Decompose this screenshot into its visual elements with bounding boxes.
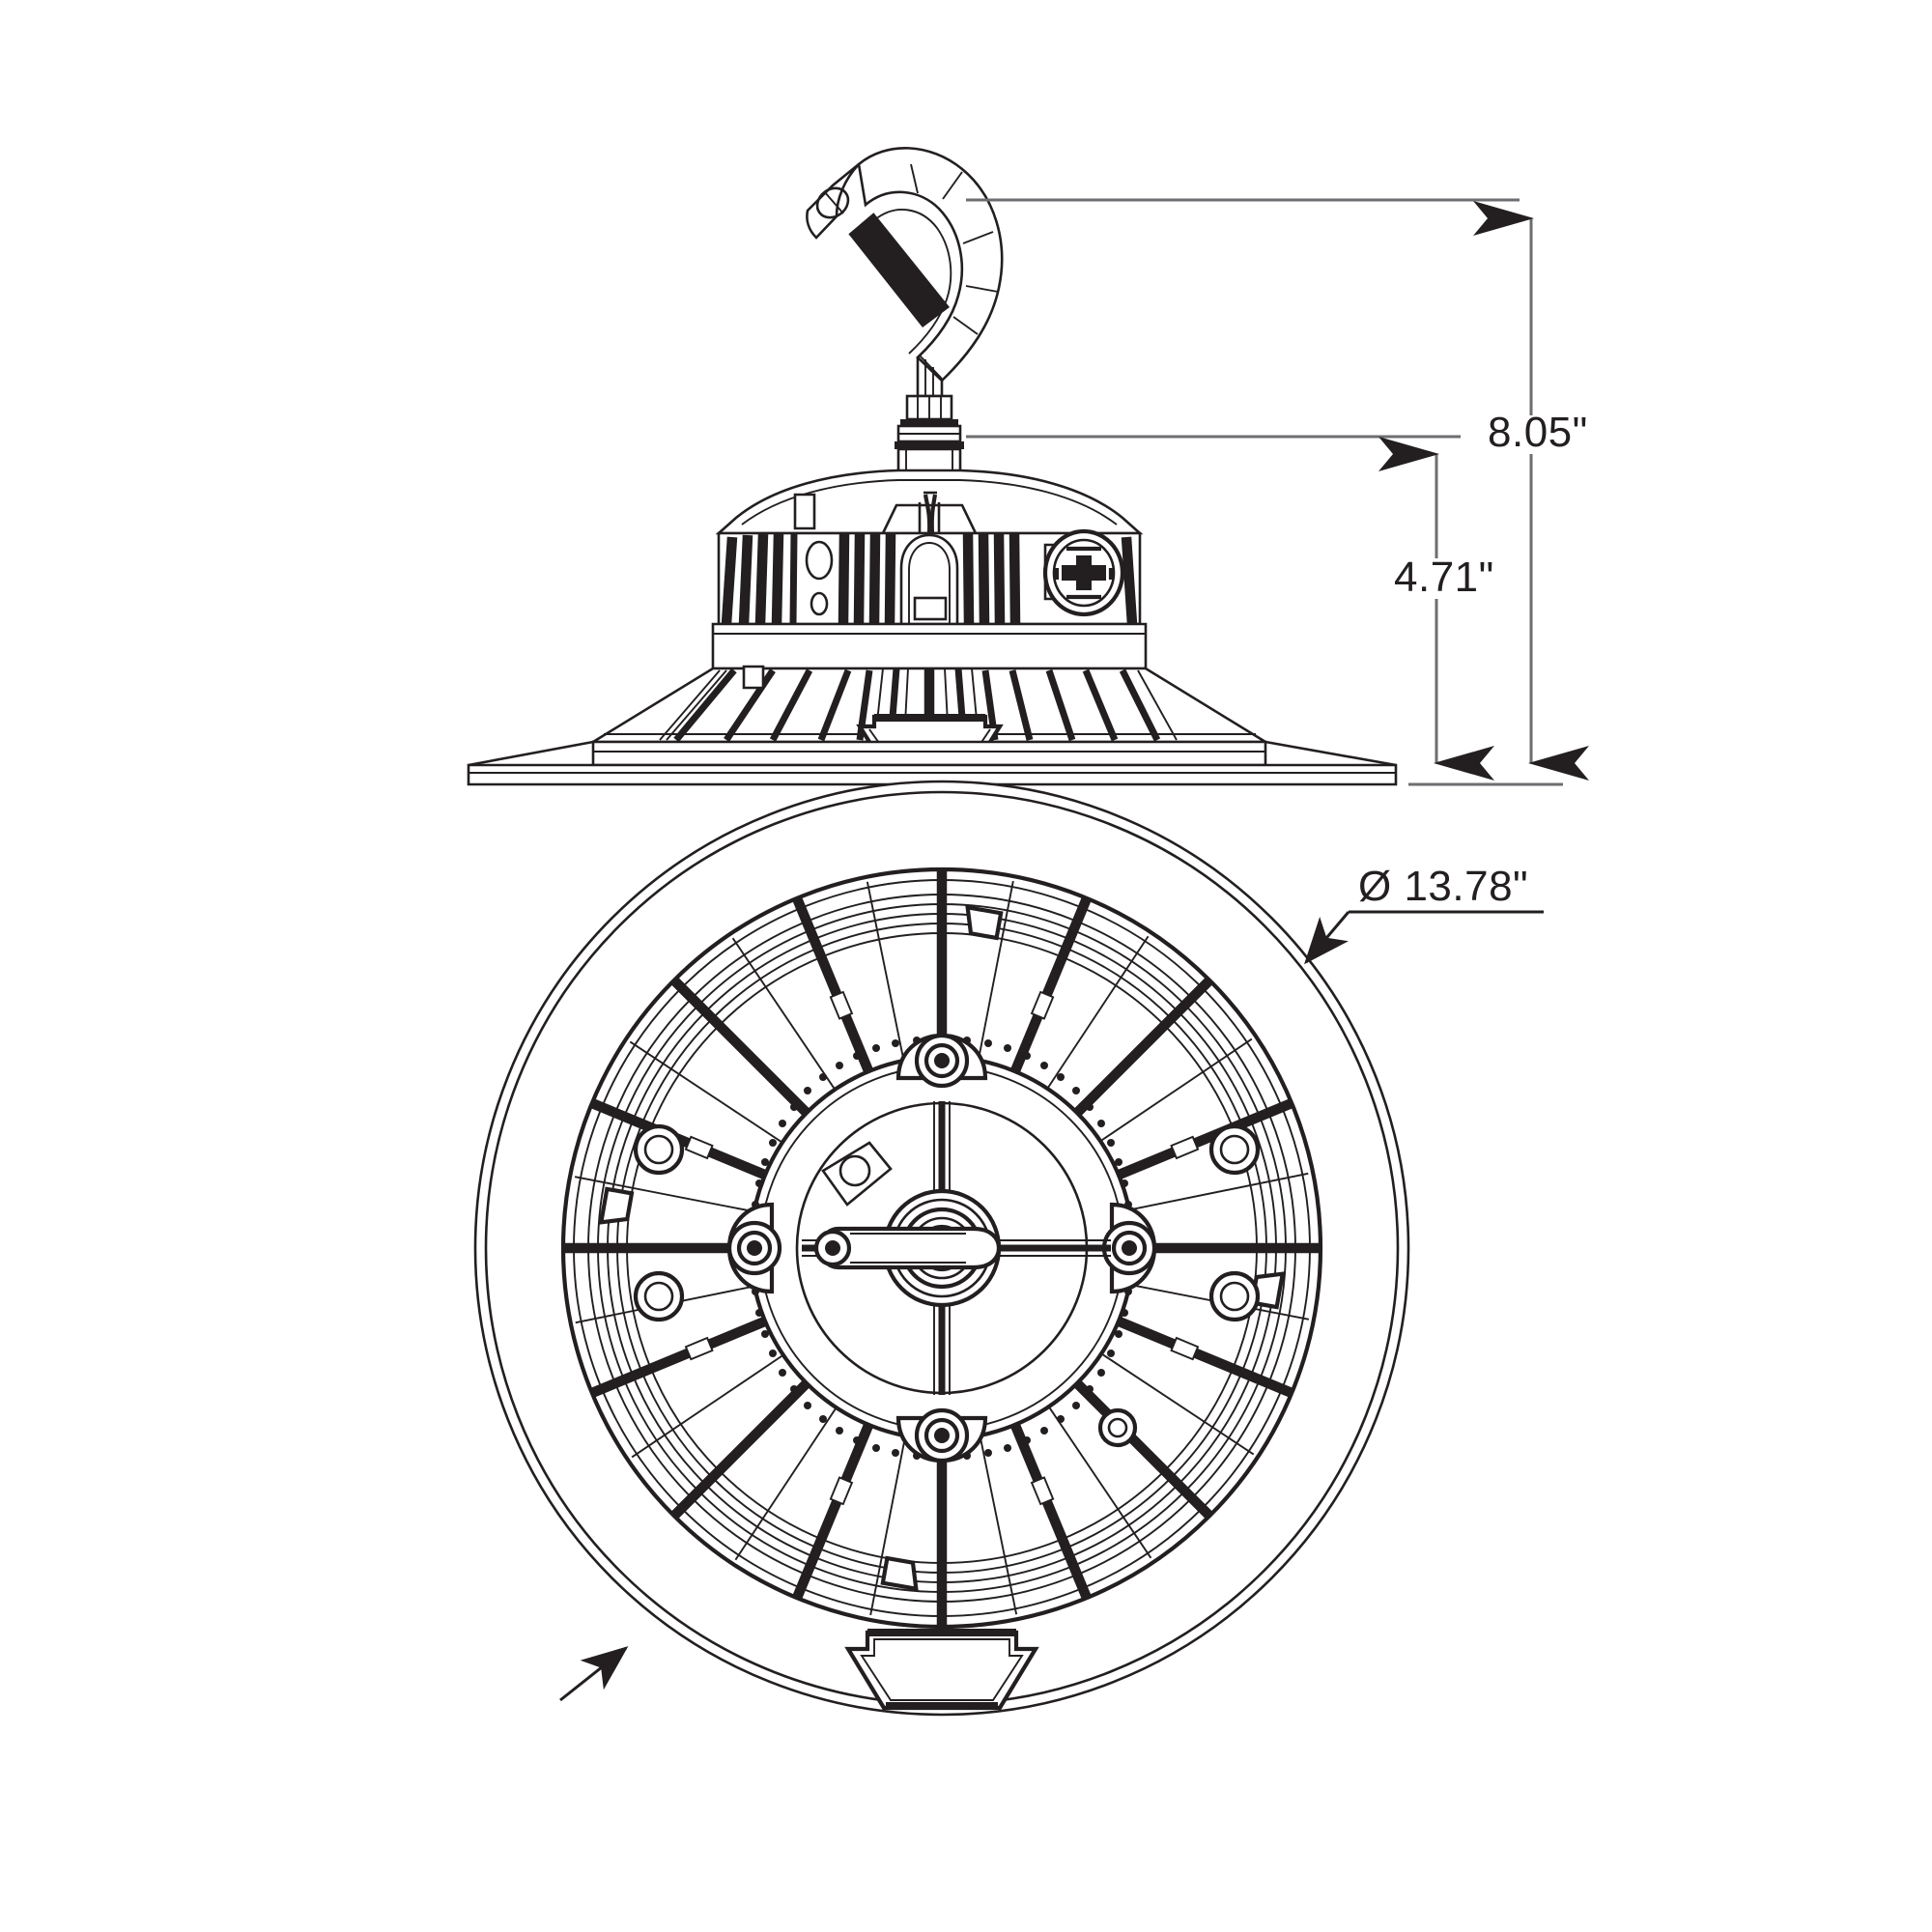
fin-ring-screws [633, 1123, 1261, 1448]
center-hub [802, 1101, 1111, 1395]
reflector-clip-a [965, 904, 1004, 941]
reflector-clip-d [598, 1186, 635, 1225]
hook-dark-bar [849, 213, 950, 327]
heatsink-fins-midleft [838, 532, 896, 625]
boss-top [895, 1033, 988, 1089]
screw-s [1097, 1407, 1138, 1448]
reflector-shade [467, 665, 1398, 786]
screw-ne [1208, 1123, 1261, 1176]
diameter-leader-line [1304, 911, 1350, 965]
reflector-ribs-right [1009, 668, 1178, 742]
label-plate [913, 596, 948, 621]
photocell-port [805, 540, 834, 581]
screw-se [1208, 1270, 1261, 1322]
heatsink-fins-left [721, 532, 798, 625]
diameter-dimension: Ø 13.78" [1304, 863, 1544, 965]
boss-bottom [895, 1407, 988, 1463]
driver-plate-hole [838, 1154, 871, 1187]
driver-access-port [1042, 528, 1125, 617]
boss-right [1101, 1202, 1157, 1294]
radial-fin-ring [563, 869, 1321, 1627]
heatsink-top-dome [715, 469, 1144, 535]
outer-rim-pointer [559, 1646, 629, 1702]
base-disc-knurl [752, 1037, 1132, 1460]
outer-rim-pointer-line [559, 1646, 629, 1702]
boss-left [726, 1202, 782, 1294]
fixture-height-dimension: 4.71" [966, 435, 1494, 781]
heatsink-fins-right [1121, 536, 1138, 625]
phillips-screw-icon [1062, 555, 1106, 590]
reflector-ribs-left [659, 668, 852, 743]
reflector-clip-b [880, 1555, 919, 1592]
bottom-plan-view [473, 780, 1410, 1717]
screw-sw [633, 1270, 685, 1322]
screw-nw [633, 1123, 685, 1176]
side-elevation-view [467, 147, 1398, 786]
fixture-height-label: 4.71" [1394, 554, 1494, 601]
mounting-hook [806, 147, 1004, 398]
overall-height-dimension: 8.05" [966, 198, 1589, 786]
diameter-label: Ø 13.78" [1358, 863, 1528, 910]
heatsink-housing [711, 528, 1148, 670]
overall-height-label: 8.05" [1488, 409, 1588, 456]
mounting-bosses [726, 1033, 1157, 1463]
heatsink-fins-midright [962, 532, 1021, 625]
reflector-rim [467, 740, 1398, 786]
vent-port [810, 591, 829, 616]
bottom-mounting-bracket-plan [844, 1629, 1039, 1711]
